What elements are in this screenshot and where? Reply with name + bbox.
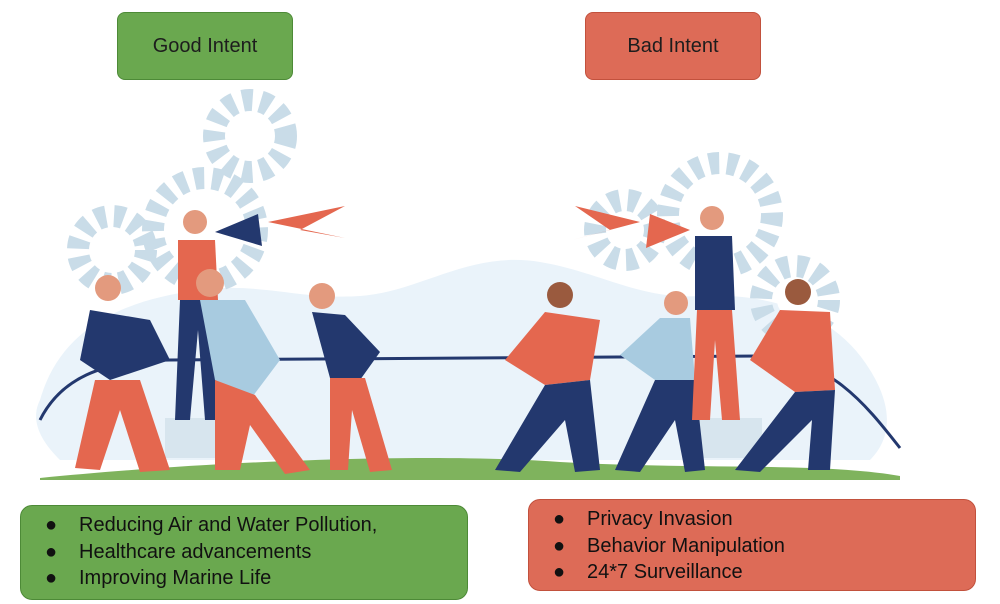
- person-pulling-right-2: [615, 291, 705, 472]
- list-item-text: Healthcare advancements: [79, 540, 312, 563]
- bad-intent-label: Bad Intent: [585, 12, 761, 80]
- bad-intent-list: ● Privacy Invasion ● Behavior Manipulation…: [528, 499, 976, 591]
- ground: [40, 457, 900, 480]
- person-pulling-left-2: [196, 269, 310, 474]
- person-megaphone-right: [572, 206, 740, 420]
- list-item-text: Improving Marine Life: [79, 567, 272, 589]
- good-intent-label: Good Intent: [117, 12, 293, 80]
- list-item-text: Reducing Air and Water Pollution,: [79, 514, 378, 536]
- bullet: ●: [45, 540, 58, 563]
- person-pulling-left-3: [309, 283, 392, 472]
- bullet: ●: [45, 514, 58, 536]
- good-intent-text: Good Intent: [152, 34, 258, 57]
- list-item: ● 24*7 Surveillance: [553, 559, 975, 586]
- list-item-text: Privacy Invasion: [587, 508, 733, 530]
- list-item: ● Reducing Air and Water Pollution,: [45, 512, 467, 539]
- person-pulling-right-1: [495, 282, 600, 472]
- bullet: ●: [553, 508, 566, 530]
- person-pulling-left-1: [75, 275, 170, 472]
- list-item-text: 24*7 Surveillance: [587, 561, 743, 583]
- list-item: ● Behavior Manipulation: [553, 533, 975, 560]
- list-item-text: Behavior Manipulation: [587, 534, 785, 557]
- list-item: ● Improving Marine Life: [45, 565, 467, 592]
- list-item: ● Healthcare advancements: [45, 539, 467, 566]
- bullet: ●: [45, 567, 58, 589]
- list-item: ● Privacy Invasion: [553, 506, 975, 533]
- tug-of-war-illustration: [36, 89, 902, 480]
- person-pulling-right-3: [735, 279, 835, 472]
- bad-intent-text: Bad Intent: [627, 34, 719, 57]
- bullet: ●: [553, 561, 566, 583]
- bullet: ●: [553, 534, 566, 557]
- good-intent-list: ● Reducing Air and Water Pollution, ● Heal…: [20, 505, 468, 600]
